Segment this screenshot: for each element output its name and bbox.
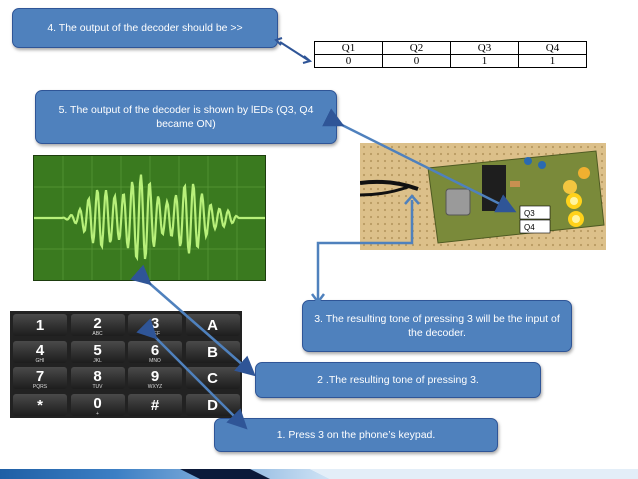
keypad-key-star: *	[13, 393, 67, 416]
callout-step-2: 2 .The resulting tone of pressing 3.	[255, 362, 541, 398]
keypad-key-digit: 0	[93, 394, 102, 412]
keypad-key-digit: 1	[35, 317, 45, 334]
arrow-step1-to-key3	[136, 318, 248, 430]
keypad-key-digit: *	[37, 396, 43, 414]
table-value-row: 0 0 1 1	[314, 54, 587, 68]
callout-step-4: 4. The output of the decoder should be >…	[12, 8, 278, 48]
oscilloscope-waveform-image	[33, 155, 266, 281]
keypad-key-digit: 4	[35, 341, 45, 359]
waveform-svg	[34, 156, 265, 280]
keypad-key-letters: TUV	[92, 384, 103, 390]
bottom-decoration-band	[0, 469, 638, 479]
value-q3: 1	[450, 54, 519, 68]
decoder-output-table: Q1 Q2 Q3 Q4 0 0 1 1	[314, 41, 587, 68]
led-label-q3: Q3	[524, 209, 535, 218]
keypad-key-letters: GHI	[35, 357, 45, 364]
keypad-key-letters: PQRS	[32, 384, 48, 390]
keypad-key-digit: 2	[93, 315, 102, 332]
callout-step-3: 3. The resulting tone of pressing 3 will…	[302, 300, 572, 352]
led-label-q4: Q4	[524, 223, 535, 232]
header-q4: Q4	[518, 41, 587, 55]
arrow-step3-to-board	[316, 200, 414, 300]
keypad-key-digit: 7	[35, 368, 45, 385]
value-q4: 1	[518, 54, 587, 68]
arrow-step4-to-table	[279, 41, 309, 61]
keypad-key-letters: JKL	[93, 357, 102, 364]
keypad-key-letters: ABC	[92, 331, 103, 337]
arrow-step5-to-leds	[322, 108, 517, 213]
keypad-key-letters: +	[96, 410, 99, 417]
arrow-step2-to-wave	[130, 264, 256, 377]
callout-step-1: 1. Press 3 on the phone’s keypad.	[214, 418, 498, 452]
keypad-key-1: 1	[13, 314, 67, 336]
callout-step-5: 5. The output of the decoder is shown by…	[35, 90, 337, 144]
keypad-key-digit: 5	[93, 341, 102, 359]
keypad-key-0: 0+	[70, 393, 125, 417]
keypad-key-digit: 8	[93, 368, 102, 385]
table-header-row: Q1 Q2 Q3 Q4	[314, 41, 587, 55]
